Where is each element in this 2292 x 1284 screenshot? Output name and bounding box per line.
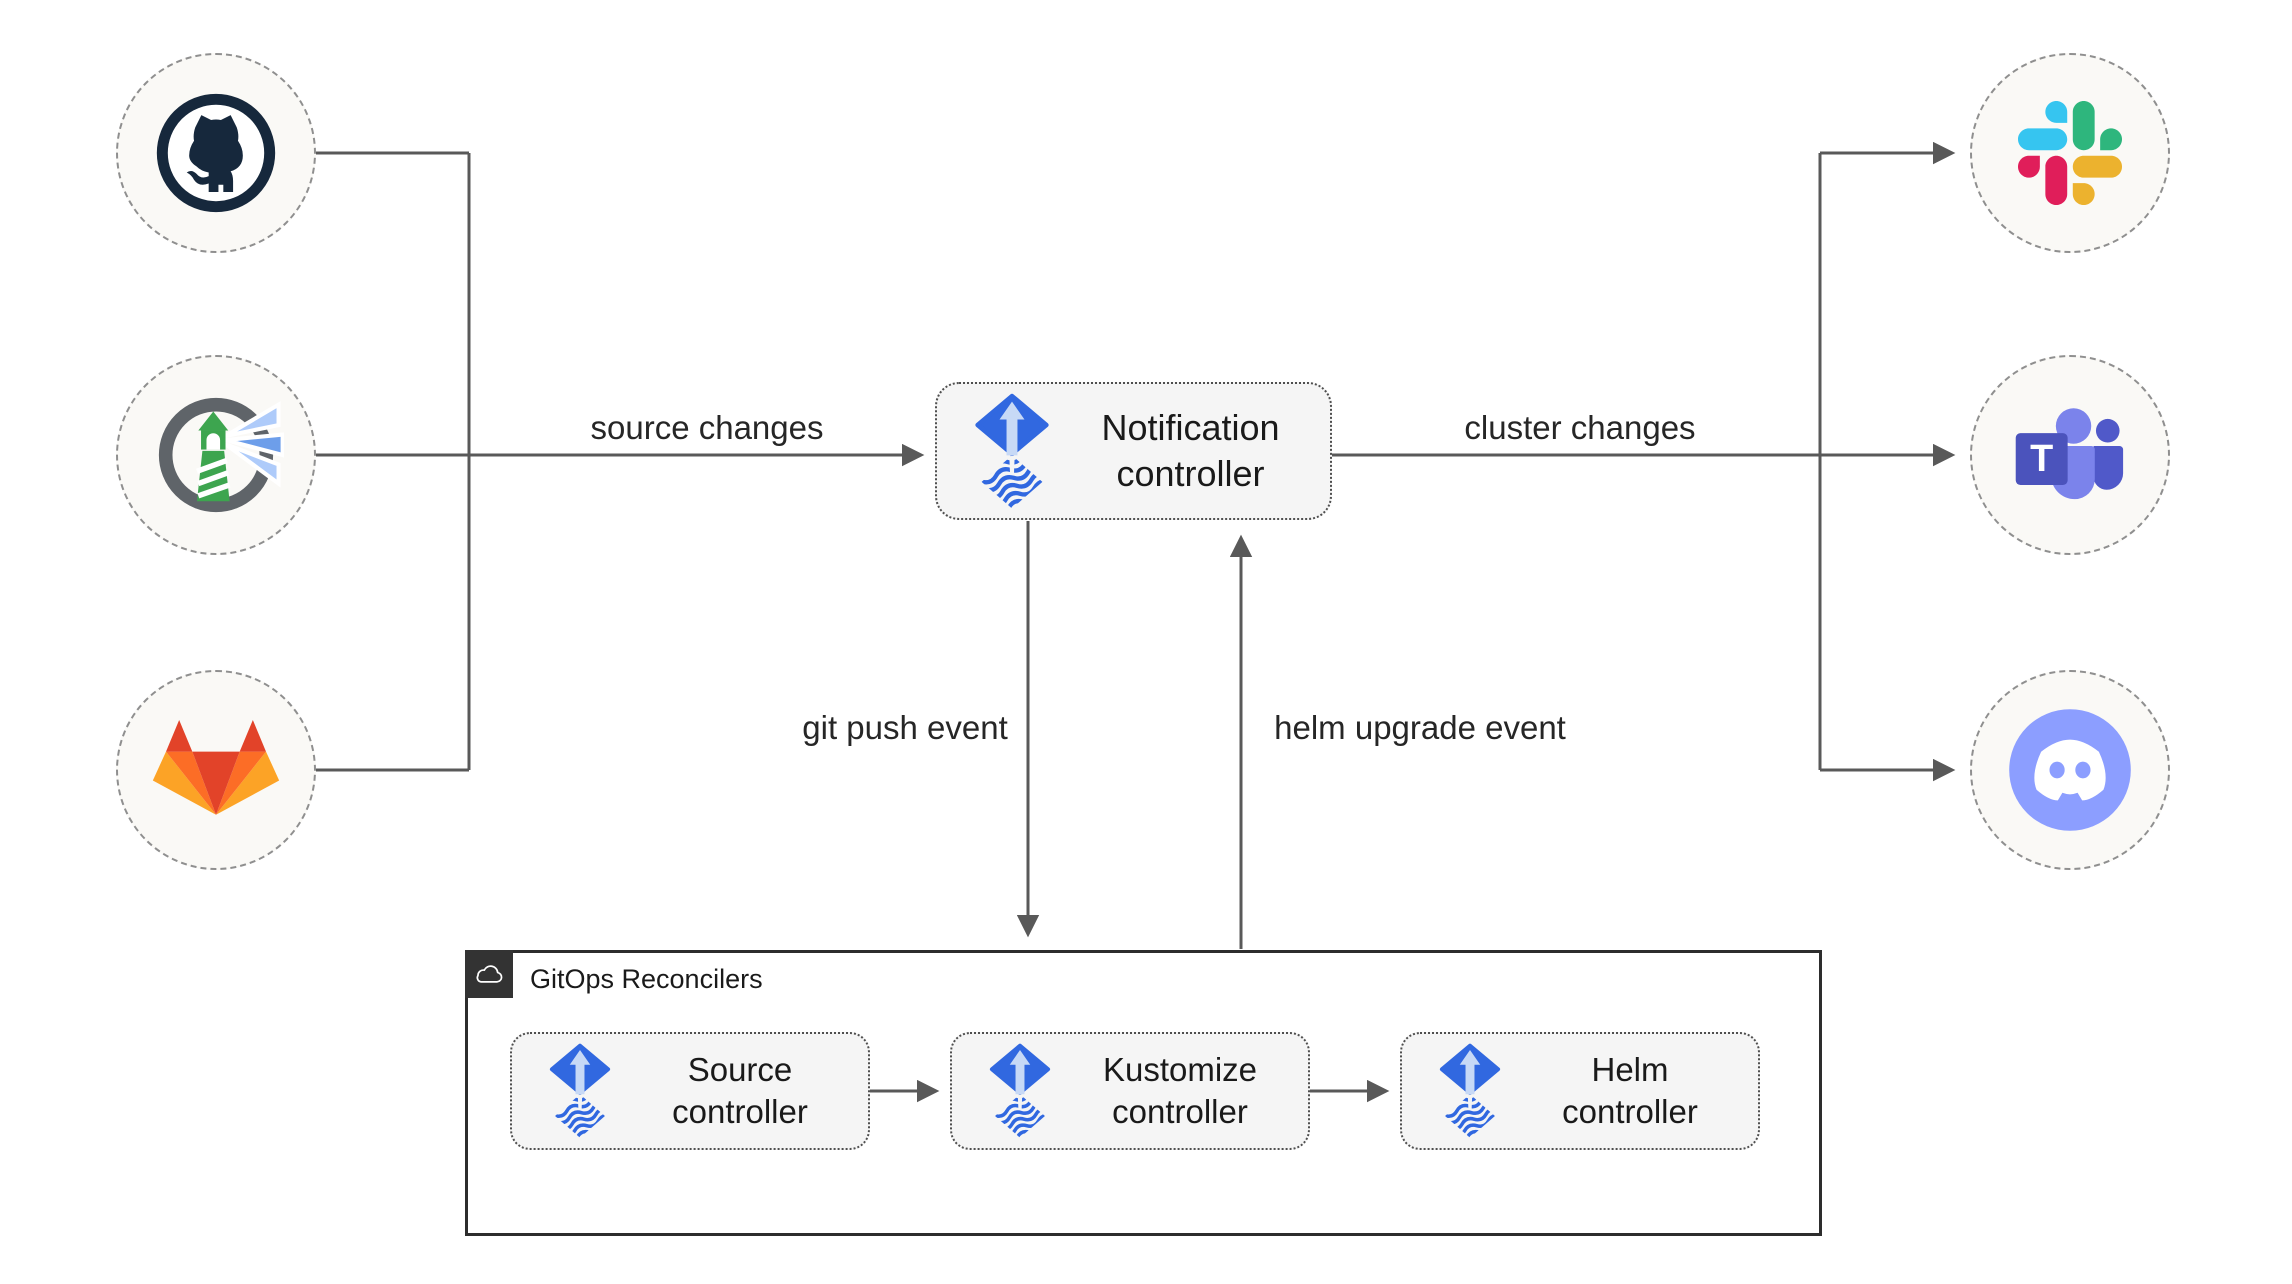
discord-icon [1994,694,2146,846]
gitops-reconcilers-group: GitOps Reconcilers Source controller Kus… [465,950,1822,1236]
flux-icon [548,1043,612,1139]
cloud-badge [465,950,513,998]
helm-controller-line2: controller [1562,1093,1698,1130]
gitlab-icon [150,720,282,820]
source-node-harbor [116,355,316,555]
kustomize-controller-node: Kustomize controller [950,1032,1310,1150]
cloud-icon [473,961,505,988]
teams-icon: T [2015,407,2124,499]
source-controller-line1: Source [687,1050,793,1088]
source-controller-label: Source controller [612,1049,868,1133]
edge-label-helm-upgrade-event: helm upgrade event [1274,709,1566,746]
flux-icon [1438,1043,1502,1139]
flux-icon [988,1043,1052,1139]
helm-controller-label: Helm controller [1502,1049,1758,1133]
notifier-node-slack [1970,53,2170,253]
edge-label-git-push-event: git push event [802,709,1008,746]
teams-tile-letter: T [2030,436,2053,478]
helm-controller-node: Helm controller [1400,1032,1760,1150]
gitops-reconcilers-title: GitOps Reconcilers [530,964,763,994]
notification-label-line1: Notification [1101,406,1280,448]
notification-controller-label: Notification controller [1051,405,1330,497]
github-icon [155,92,277,214]
source-controller-line2: controller [672,1093,808,1130]
source-node-gitlab [116,670,316,870]
notifier-node-discord [1970,670,2170,870]
edge-label-cluster-changes: cluster changes [1464,409,1696,446]
kustomize-controller-label: Kustomize controller [1052,1049,1308,1133]
notifier-tree-lines [1332,153,1822,770]
harbor-icon [148,387,284,523]
notification-label-line2: controller [1116,453,1265,494]
source-node-github [116,53,316,253]
helm-controller-line1: Helm [1591,1050,1669,1088]
kustomize-controller-line2: controller [1112,1093,1248,1130]
notifier-node-teams: T [1970,355,2170,555]
source-tree-lines [316,151,471,772]
edge-label-source-changes: source changes [590,409,824,446]
source-controller-node: Source controller [510,1032,870,1150]
slack-icon [2018,101,2122,205]
notification-controller-node: Notification controller [935,382,1332,520]
flux-icon [973,393,1051,510]
kustomize-controller-line1: Kustomize [1102,1050,1258,1088]
